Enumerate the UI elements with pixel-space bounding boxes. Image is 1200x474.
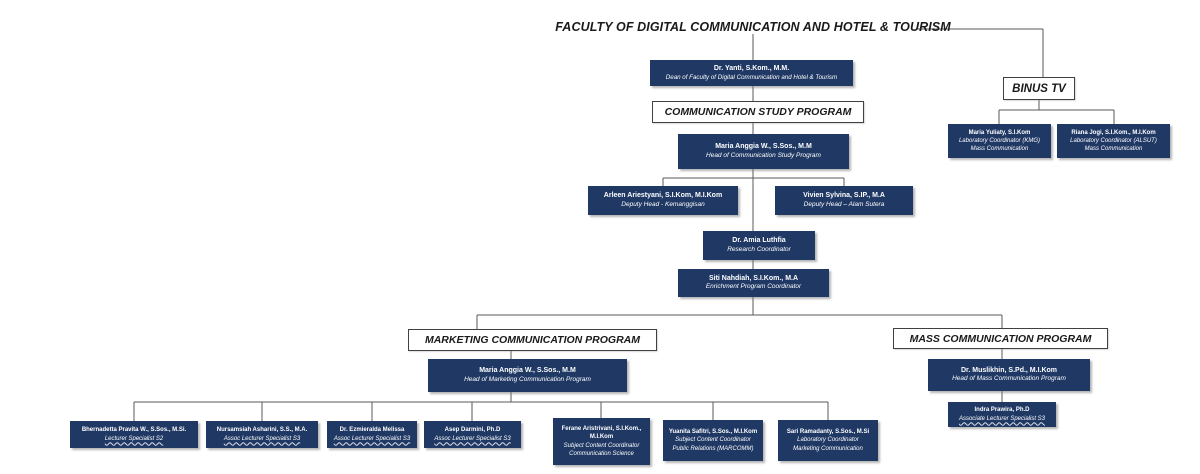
node-deputy-kemanggisan: Arleen Ariestyani, S.I.Kom, M.I.Kom Depu… [588, 186, 738, 215]
person-name: Dr. Yanti, S.Kom., M.M. [713, 65, 790, 73]
node-enrichment-coordinator: Siti Nahdiah, S.I.Kom., M.A Enrichment P… [678, 269, 829, 297]
person-unit: Public Relations (MARCOMM) [672, 445, 754, 452]
node-staff-sari: Sari Ramadanty, S.Sos., M.Si Laboratory … [778, 420, 878, 461]
node-staff-nursamsiah: Nursamsiah Asharini, S.S., M.A. Assoc Le… [206, 421, 318, 448]
person-unit: Marketing Communication [793, 445, 863, 452]
person-name: Maria Yuliaty, S.I.Kom [968, 129, 1031, 136]
node-staff-ezmieralda: Dr. Ezmieralda Melissa Assoc Lecturer Sp… [327, 421, 417, 448]
person-name: Dr. Amia Luthfia [732, 237, 786, 245]
person-name: Dr. Ezmieralda Melissa [339, 427, 405, 434]
node-staff-bhernadetta: Bhernadetta Pravita W., S.Sos., M.Si. Le… [70, 421, 198, 448]
person-name: Dr. Muslikhin, S.Pd., M.I.Kom [960, 366, 1058, 374]
node-head-communication-study: Maria Anggia W., S.Sos., M.M Head of Com… [678, 134, 849, 169]
person-name: Ferane Aristrivani, S.I.Kom., M.I.Kom [561, 426, 642, 441]
node-binus-coordinator-kmg: Maria Yuliaty, S.I.Kom Laboratory Coordi… [948, 124, 1051, 158]
label-mass-communication-program: MASS COMMUNICATION PROGRAM [893, 328, 1108, 349]
person-name: Nursamsiah Asharini, S.S., M.A. [216, 427, 308, 434]
node-head-marketing: Maria Anggia W., S.Sos., M.M Head of Mar… [428, 359, 627, 392]
node-staff-asep: Asep Darmini, Ph.D Assoc Lecturer Specia… [424, 421, 521, 448]
person-role: Laboratory Coordinator (KMG) [958, 137, 1041, 144]
person-name: Asep Darmini, Ph.D [444, 427, 501, 434]
person-unit: Mass Communication [1084, 146, 1143, 153]
person-role: Assoc Lecturer Specialist S3 [333, 435, 411, 442]
person-role: Deputy Head - Kemanggisan [621, 200, 705, 208]
person-role: Laboratory Coordinator [797, 437, 859, 444]
person-role: Deputy Head – Alam Sutera [803, 200, 885, 208]
person-role: Head of Communication Study Program [706, 151, 821, 159]
person-role: Enrichment Program Coordinator [705, 283, 802, 291]
node-staff-indra-prawira: Indra Prawira, Ph.D Associate Lecturer S… [948, 402, 1056, 427]
label-binus-tv: BINUS TV [1003, 77, 1075, 100]
person-role: Lecturer Specialist S2 [104, 435, 164, 442]
person-name: Siti Nahdiah, S.I.Kom., M.A [708, 274, 799, 282]
person-role: Laboratory Coordinator (ALSUT) [1070, 137, 1157, 144]
node-staff-ferane: Ferane Aristrivani, S.I.Kom., M.I.Kom Su… [553, 418, 650, 465]
person-name: Sari Ramadanty, S.Sos., M.Si [786, 429, 870, 436]
person-name: Bhernadetta Pravita W., S.Sos., M.Si. [81, 427, 187, 434]
person-role: Head of Marketing Communication Program [464, 375, 591, 383]
person-name: Riana Jogi, S.I.Kom., M.I.Kom [1071, 129, 1156, 136]
person-name: Arleen Ariestyani, S.I.Kom, M.I.Kom [603, 192, 723, 200]
node-deputy-alam-sutera: Vivien Sylvina, S.IP., M.A Deputy Head –… [775, 186, 913, 215]
person-unit: Communication Science [569, 450, 634, 457]
node-binus-coordinator-alsut: Riana Jogi, S.I.Kom., M.I.Kom Laboratory… [1057, 124, 1170, 158]
person-name: Maria Anggia W., S.Sos., M.M [715, 143, 812, 151]
person-name: Yuanita Safitri, S.Sos., M.I.Kom [668, 429, 758, 436]
person-role: Dean of Faculty of Digital Communication… [665, 73, 838, 81]
person-name: Maria Anggia W., S.Sos., M.M [479, 367, 576, 375]
chart-title: FACULTY OF DIGITAL COMMUNICATION AND HOT… [555, 20, 951, 34]
person-role: Subject Content Coordinator [675, 437, 751, 444]
node-dean: Dr. Yanti, S.Kom., M.M. Dean of Faculty … [650, 60, 853, 86]
person-role: Research Coordinator [727, 245, 791, 253]
person-role: Head of Mass Communication Program [952, 375, 1066, 383]
person-name: Vivien Sylvina, S.IP., M.A [803, 192, 885, 200]
person-unit: Mass Communication [970, 146, 1029, 153]
person-role: Assoc Lecturer Specialist S3 [223, 435, 301, 442]
node-staff-yuanita: Yuanita Safitri, S.Sos., M.I.Kom Subject… [663, 420, 763, 461]
label-communication-study-program: COMMUNICATION STUDY PROGRAM [652, 101, 864, 123]
person-name: Indra Prawira, Ph.D [974, 407, 1030, 414]
label-marketing-communication-program: MARKETING COMMUNICATION PROGRAM [408, 329, 657, 351]
person-role: Assoc Lecturer Specialist S3 [434, 435, 511, 442]
person-role: Subject Content Coordinator [563, 442, 640, 449]
node-research-coordinator: Dr. Amia Luthfia Research Coordinator [703, 231, 815, 260]
node-head-mass: Dr. Muslikhin, S.Pd., M.I.Kom Head of Ma… [928, 359, 1090, 391]
person-role: Associate Lecturer Specialist S3 [958, 415, 1046, 422]
